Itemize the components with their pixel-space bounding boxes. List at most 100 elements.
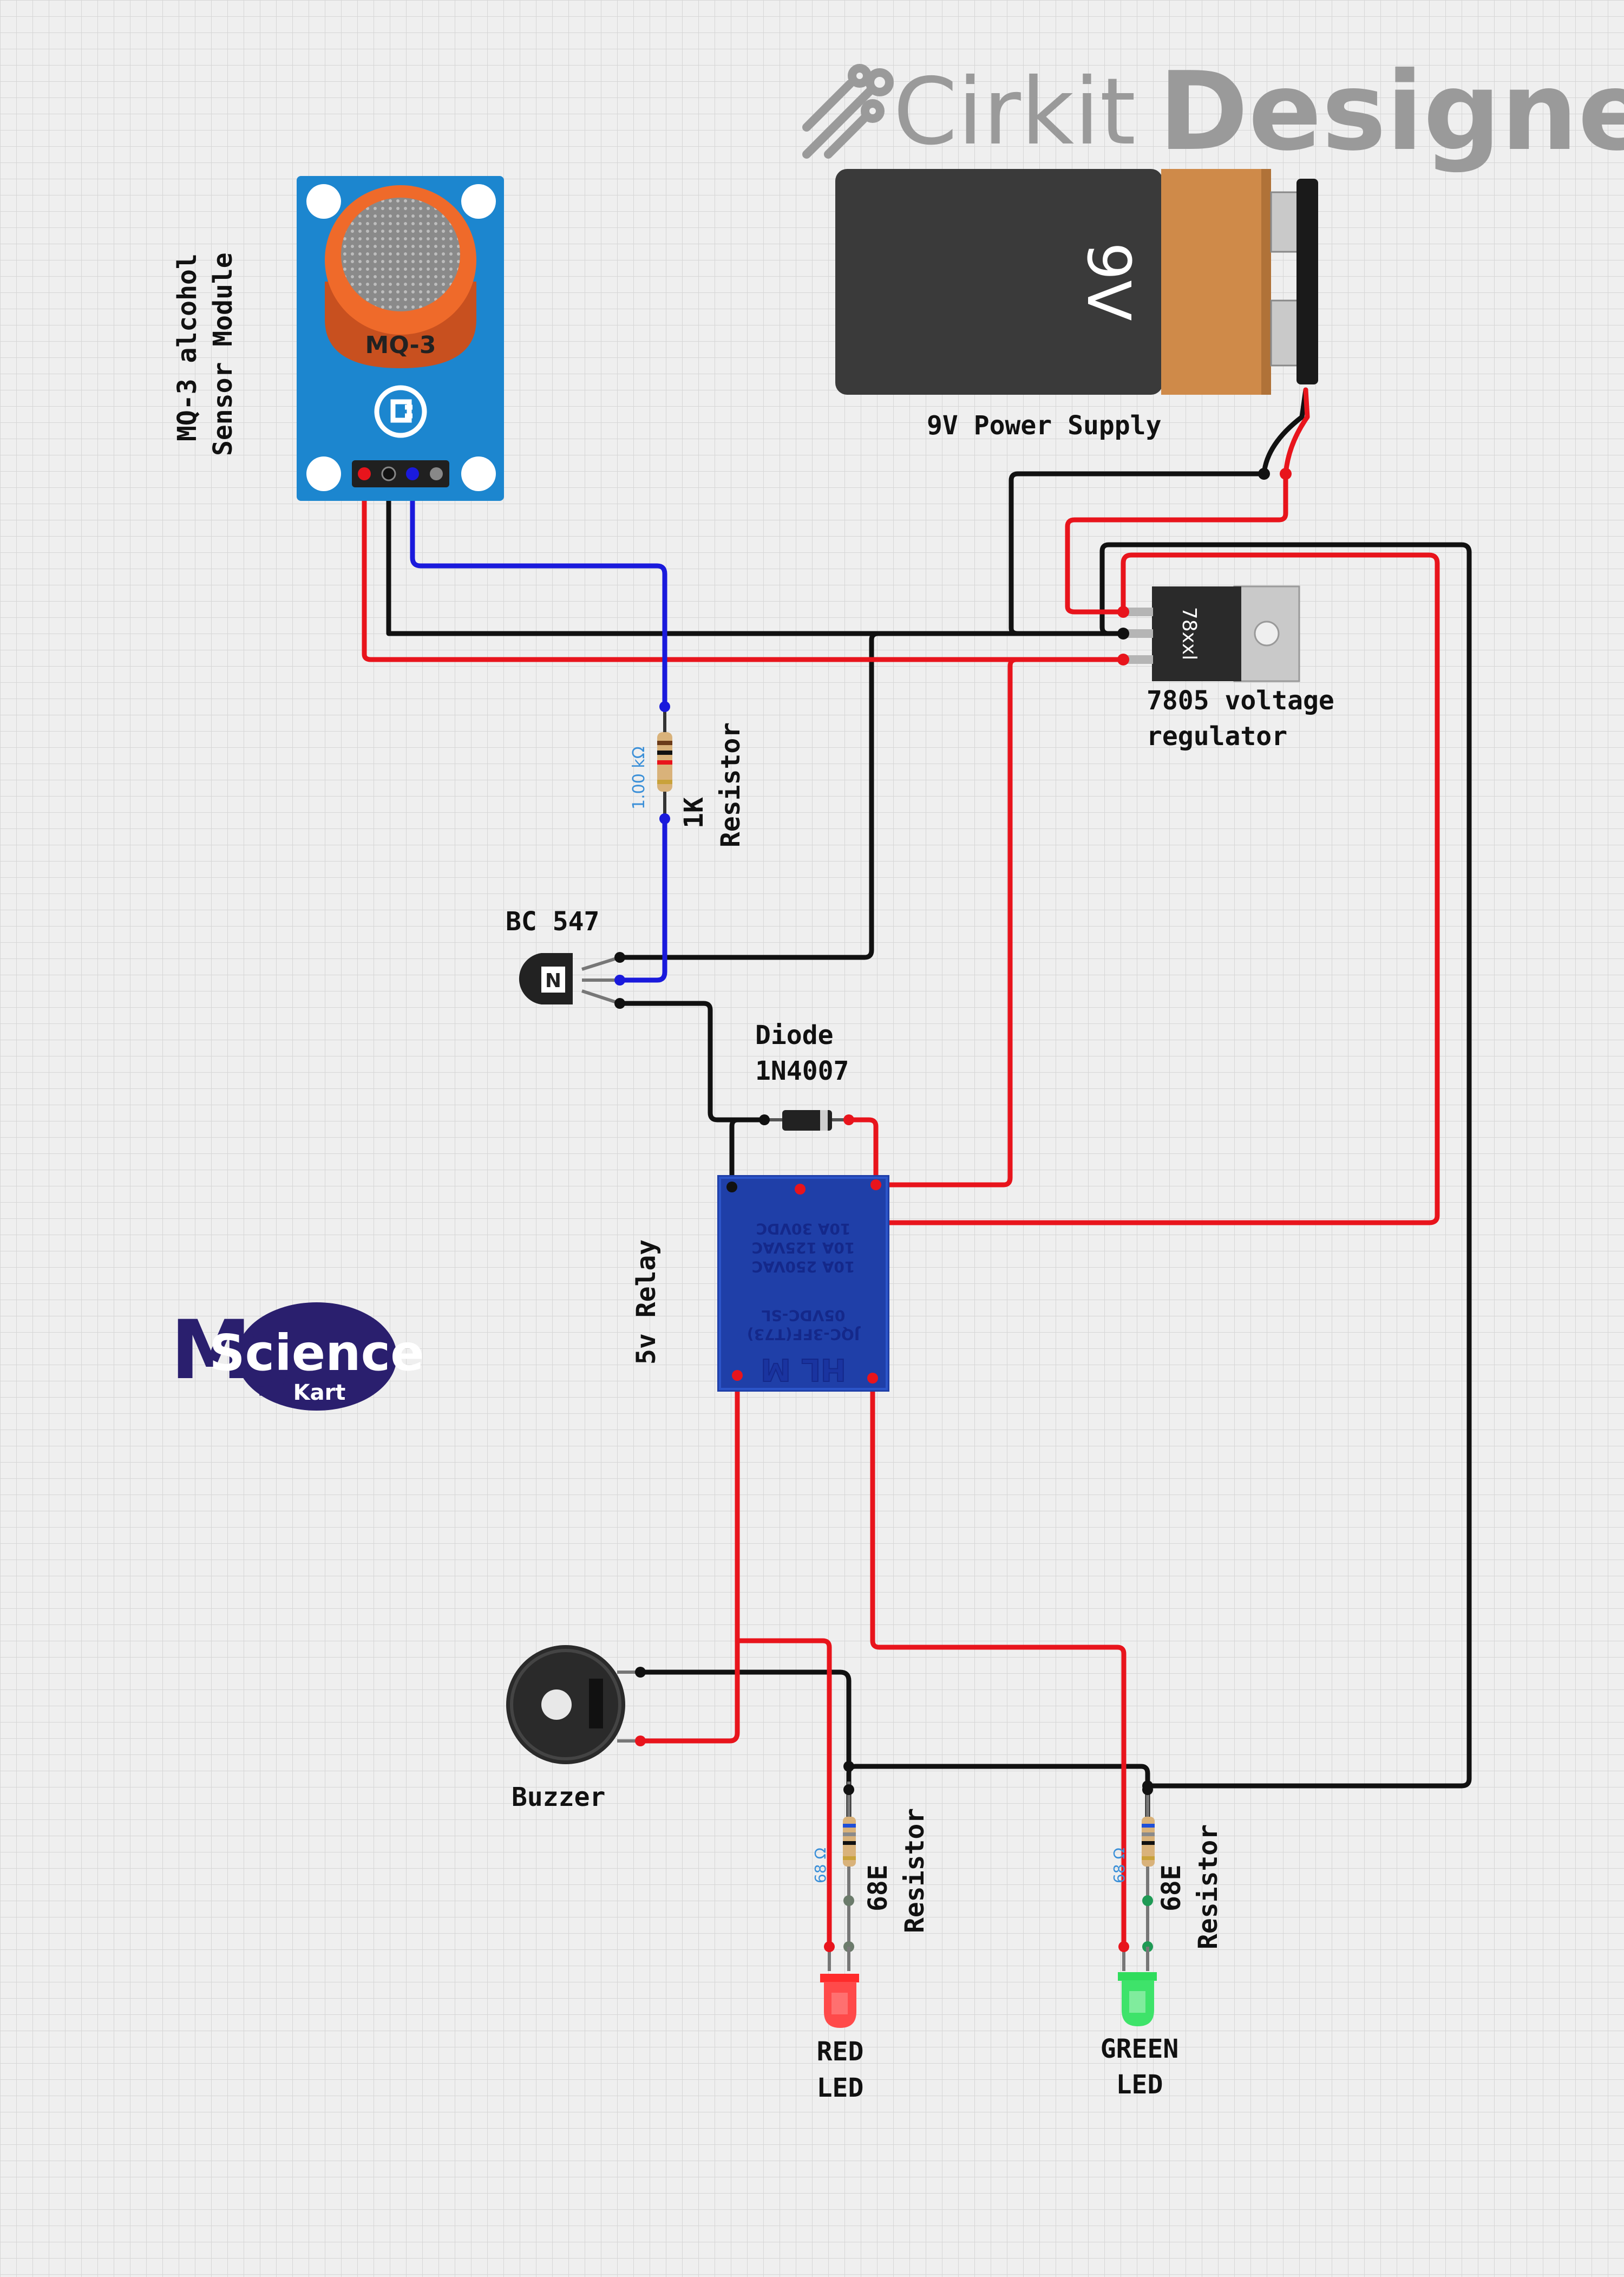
transistor-mark-bg: [541, 967, 565, 993]
transistor-node-base[interactable]: [614, 975, 625, 986]
battery-9v[interactable]: 9V: [835, 169, 1318, 480]
relay-body: [717, 1175, 889, 1392]
relay-5v[interactable]: HL M JQC-3FF(T73) 05VDC-SL 10A 250VAC 10…: [717, 1175, 889, 1392]
relay-text-line3: 05VDC-SL: [761, 1307, 845, 1325]
resistor-68-green[interactable]: [1142, 1784, 1155, 1952]
transistor-leg: [581, 956, 620, 971]
resistor-red-node-bottom[interactable]: [843, 1895, 854, 1906]
mq3-sensor-mesh: [341, 198, 460, 311]
transistor-node-collector[interactable]: [614, 998, 625, 1009]
diode-1n4007[interactable]: [759, 1110, 854, 1131]
wire-mq3-vcc[interactable]: [362, 471, 1126, 662]
red-led-die: [831, 1993, 848, 2014]
wire-relay-green-led[interactable]: [870, 1375, 1127, 1949]
resistor-band: [1142, 1824, 1155, 1828]
resistor-green-label-line2: Resistor: [1193, 1824, 1223, 1949]
mq3-pin-do[interactable]: [406, 467, 419, 480]
wire-relay-red-led[interactable]: [735, 1638, 832, 1949]
regulator-body: [1152, 586, 1241, 681]
resistor-1k[interactable]: [657, 701, 672, 824]
mq3-mount-hole: [306, 456, 341, 491]
regulator-node-out[interactable]: [1117, 654, 1129, 666]
resistor-1k-node-top[interactable]: [659, 701, 670, 712]
resistor-band: [657, 741, 672, 745]
relay-node-nc[interactable]: [732, 1370, 743, 1381]
battery-terminal-neg: [1270, 191, 1299, 253]
mq3-pin-vcc[interactable]: [358, 467, 371, 480]
wire-battery-pos[interactable]: [1065, 471, 1288, 615]
resistor-1k-label-line1: 1K: [679, 797, 709, 828]
green-led[interactable]: [1118, 1941, 1157, 2026]
resistor-green-node-bottom[interactable]: [1142, 1895, 1153, 1906]
wire-mq3-do[interactable]: [410, 471, 667, 707]
buzzer-center: [541, 1689, 572, 1720]
myscience-kart-logo: My Science Kart: [171, 1302, 424, 1411]
watermark-brand: Cirkit: [893, 58, 1136, 166]
logo-kart: Kart: [293, 1380, 346, 1405]
relay-node-com[interactable]: [795, 1184, 806, 1195]
resistor-68-red[interactable]: [843, 1782, 856, 1952]
wire-relay-buzzer[interactable]: [638, 1373, 740, 1744]
cirkit-logo-icon: [802, 64, 894, 159]
wire-diode-cathode[interactable]: [846, 1117, 879, 1188]
battery-node-neg[interactable]: [1258, 468, 1270, 480]
wire-buzzer-gnd[interactable]: [638, 1669, 852, 1769]
resistor-red-node-top[interactable]: [843, 1784, 854, 1795]
diode-body: [782, 1110, 832, 1131]
relay-body-edge: [719, 1177, 888, 1390]
wire-diode-relay[interactable]: [729, 1117, 767, 1190]
resistor-band: [1142, 1832, 1155, 1836]
wires: [362, 387, 1472, 1949]
buzzer-node-pos[interactable]: [635, 1736, 646, 1746]
wire-resistor-base[interactable]: [617, 816, 667, 983]
relay-node-coil-neg[interactable]: [726, 1182, 737, 1192]
regulator-pin-gnd: [1126, 629, 1153, 638]
voltage-regulator-7805[interactable]: 78xxl: [1117, 585, 1300, 682]
resistor-1k-node-bottom[interactable]: [659, 813, 670, 824]
battery-body-dark: [835, 169, 1163, 395]
wire-collector[interactable]: [617, 1001, 767, 1123]
diode-node-anode[interactable]: [759, 1114, 770, 1125]
mq3-mount-hole: [461, 184, 496, 219]
battery-terminal-pos: [1270, 299, 1299, 367]
mq3-sensor-module[interactable]: MQ-3: [297, 176, 504, 501]
resistor-band: [657, 760, 672, 765]
regulator-pin-out: [1126, 655, 1153, 664]
resistor-band: [843, 1856, 856, 1860]
battery-node-pos[interactable]: [1280, 468, 1292, 480]
red-led-node-anode[interactable]: [824, 1941, 835, 1952]
resistor-red-label-line1: 68E: [863, 1864, 893, 1911]
wire-gnd-transistor[interactable]: [617, 631, 1126, 960]
relay-node-coil-pos[interactable]: [870, 1179, 881, 1190]
relay-text-line5: 10A 125VAC: [752, 1239, 855, 1257]
mq3-label-line1: MQ-3 alcohol: [172, 253, 202, 441]
battery-label: 9V Power Supply: [927, 410, 1161, 441]
relay-node-no[interactable]: [867, 1373, 878, 1384]
transistor-node-emitter[interactable]: [614, 952, 625, 963]
buzzer-node-neg[interactable]: [635, 1667, 646, 1678]
junction-dot: [1142, 1780, 1153, 1791]
battery-body-text: 9V: [1074, 242, 1143, 321]
mq3-pin-gnd[interactable]: [381, 466, 396, 481]
red-led-label-line2: LED: [817, 2073, 864, 2103]
regulator-node-gnd[interactable]: [1117, 628, 1129, 640]
wire-reg-relay[interactable]: [873, 657, 1126, 1188]
red-led-rim: [820, 1974, 859, 1982]
regulator-node-in[interactable]: [1117, 606, 1129, 618]
green-led-node-anode[interactable]: [1118, 1941, 1129, 1952]
red-led[interactable]: [820, 1941, 859, 2028]
regulator-chip-text: 78xxl: [1178, 607, 1200, 660]
open-hardware-icon: [374, 385, 427, 438]
transistor-bc547[interactable]: N: [519, 952, 625, 1009]
watermark-product: Designer: [1158, 49, 1624, 175]
junction-dot: [843, 1761, 854, 1772]
mq3-pin-ao[interactable]: [430, 467, 443, 480]
wire-battery-neg[interactable]: [1009, 471, 1267, 636]
diode-node-cathode[interactable]: [843, 1114, 854, 1125]
logo-my: My: [171, 1303, 304, 1398]
regulator-pin-in: [1126, 608, 1153, 616]
wire-gnd-rail[interactable]: [1099, 542, 1472, 1789]
buzzer[interactable]: [506, 1645, 646, 1764]
